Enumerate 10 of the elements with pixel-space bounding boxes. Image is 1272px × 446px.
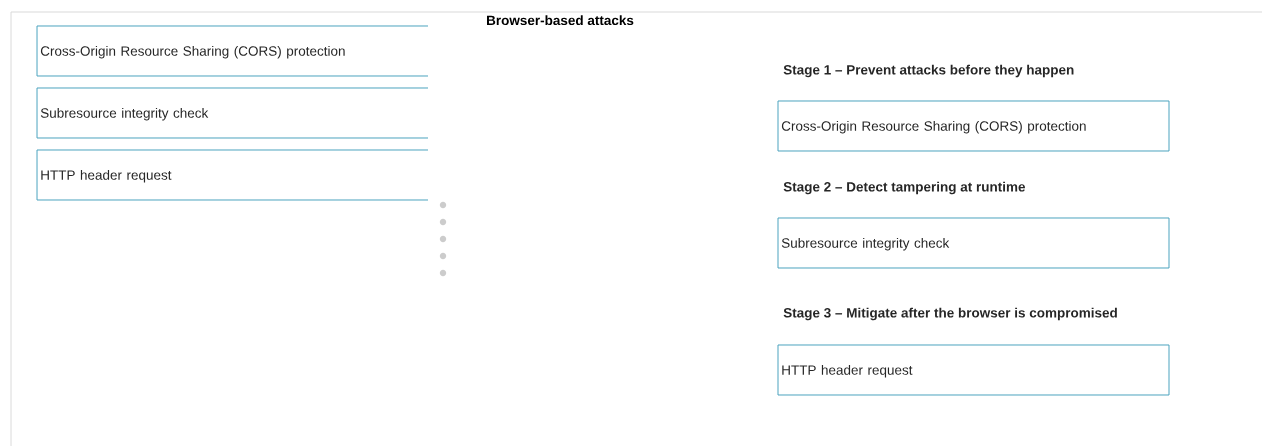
answer-box: Cross-Origin Resource Sharing (CORS) protection bbox=[777, 100, 1170, 152]
answer-box: HTTP header request bbox=[36, 149, 429, 201]
answer-box: HTTP header request bbox=[777, 344, 1170, 396]
answer-box: Cross-Origin Resource Sharing (CORS) protection bbox=[36, 25, 429, 77]
stage-heading: Stage 1 – Prevent attacks before they happen bbox=[783, 64, 1074, 78]
stage-heading: Stage 3 – Mitigate after the browser is compromised bbox=[783, 307, 1117, 321]
title: Browser-based attacks bbox=[487, 15, 634, 26]
answer-box: Subresource integrity check bbox=[36, 87, 429, 139]
answer-box: Subresource integrity check bbox=[777, 217, 1170, 269]
stage-heading: Stage 2 – Detect tampering at runtime bbox=[783, 181, 1025, 195]
